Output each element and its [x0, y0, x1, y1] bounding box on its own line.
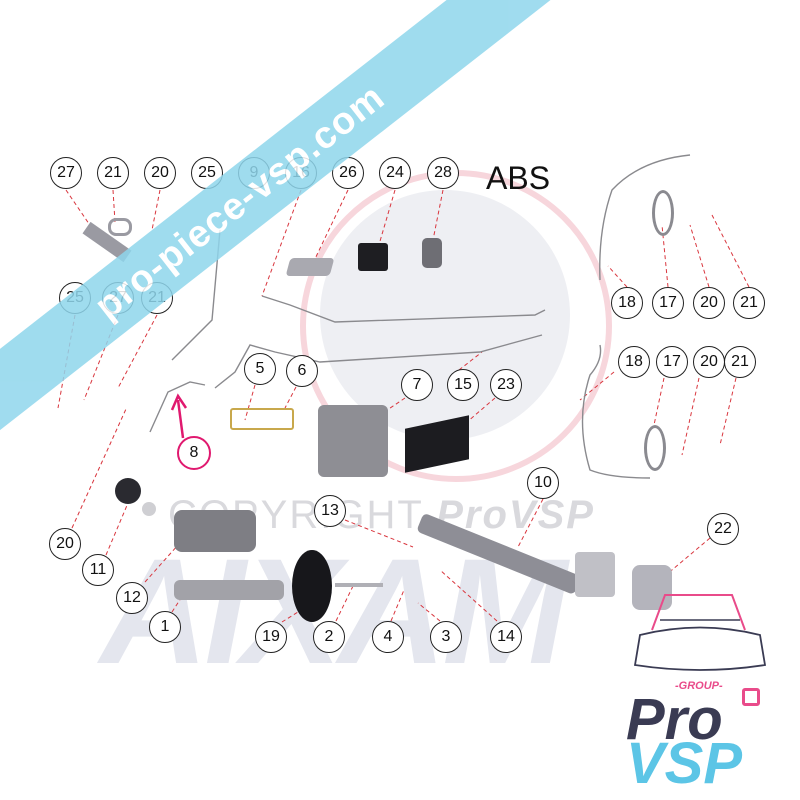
part-pedal-pad — [575, 552, 615, 597]
callout-17: 17 — [652, 287, 684, 319]
brand-logo: -GROUP- Pro VSP — [620, 590, 780, 796]
callout-15: 15 — [447, 369, 479, 401]
callout-17: 17 — [656, 346, 688, 378]
callout-24: 24 — [379, 157, 411, 189]
callout-7: 7 — [401, 369, 433, 401]
brand-pro: Pro — [626, 687, 723, 752]
hex-nut-icon — [742, 688, 760, 706]
callout-4: 4 — [372, 621, 404, 653]
callout-13: 13 — [314, 495, 346, 527]
callout-1: 1 — [149, 611, 181, 643]
callout-2: 2 — [313, 621, 345, 653]
callout-21: 21 — [724, 346, 756, 378]
part-reservoir-cap — [115, 478, 141, 504]
callout-10: 10 — [527, 467, 559, 499]
part-tone-ring-front — [652, 190, 674, 236]
part-abs-modulator — [318, 405, 388, 477]
part-cap-seal — [142, 502, 156, 516]
callout-27: 27 — [50, 157, 82, 189]
callout-18: 18 — [611, 287, 643, 319]
callout-23: 23 — [490, 369, 522, 401]
callout-20: 20 — [693, 287, 725, 319]
arrow-icon — [170, 393, 188, 439]
callout-14: 14 — [490, 621, 522, 653]
abs-title: ABS — [486, 160, 551, 196]
callout-22: 22 — [707, 513, 739, 545]
callout-20: 20 — [49, 528, 81, 560]
callout-20: 20 — [144, 157, 176, 189]
callout-21: 21 — [97, 157, 129, 189]
callout-21: 21 — [733, 287, 765, 319]
callout-11: 11 — [82, 554, 114, 586]
brand-vsp: VSP — [626, 731, 743, 796]
callout-12: 12 — [116, 582, 148, 614]
brand-group-label: -GROUP- — [675, 680, 723, 692]
callout-8: 8 — [177, 436, 211, 470]
part-clip — [108, 218, 132, 236]
callout-3: 3 — [430, 621, 462, 653]
part-reservoir — [174, 510, 256, 552]
callout-28: 28 — [427, 157, 459, 189]
part-mount — [422, 238, 442, 268]
part-tone-ring-rear — [644, 425, 666, 471]
part-servo — [292, 550, 332, 622]
part-pushrod — [335, 583, 383, 587]
callout-6: 6 — [286, 355, 318, 387]
part-abs-ecu — [358, 243, 388, 271]
car-outline-icon — [633, 594, 767, 671]
callout-18: 18 — [618, 346, 650, 378]
callout-5: 5 — [244, 353, 276, 385]
callout-20: 20 — [693, 346, 725, 378]
callout-19: 19 — [255, 621, 287, 653]
part-brake-pipe-set — [230, 408, 294, 430]
part-sensor-clip — [285, 258, 335, 276]
part-pedal-rubber — [632, 565, 672, 610]
part-master-cylinder — [174, 580, 284, 600]
